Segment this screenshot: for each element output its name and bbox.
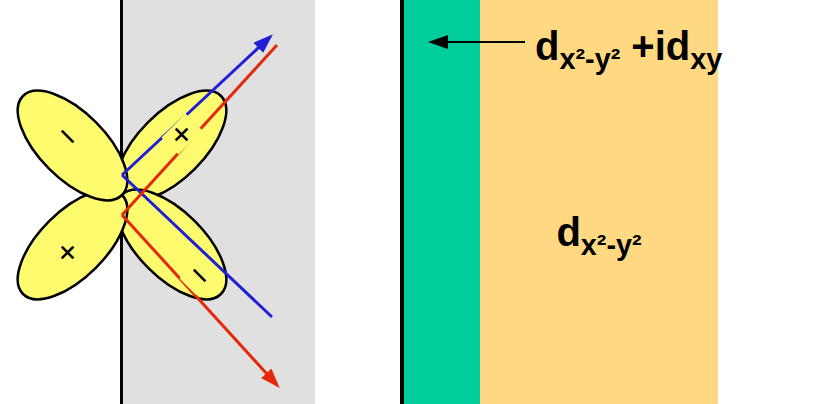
formula-part: +id (620, 24, 690, 68)
incident-ray (122, 45, 277, 215)
reflected-ray (122, 215, 277, 385)
phase-label: dx²-y² (556, 208, 641, 263)
d-orbital (0, 73, 244, 318)
formula-part: d (535, 24, 559, 68)
formula-part: d (556, 210, 580, 254)
subscript: xy (690, 43, 722, 75)
surface-band: dx²-y² +idxy (404, 0, 480, 404)
incident-ray (122, 37, 270, 175)
sample-panel (122, 0, 315, 404)
subscript: x²-y² (559, 43, 620, 75)
subscript: x²-y² (581, 229, 642, 261)
phase-label: dx²-y² +idxy (535, 22, 722, 77)
orbital-lobe (0, 73, 145, 219)
